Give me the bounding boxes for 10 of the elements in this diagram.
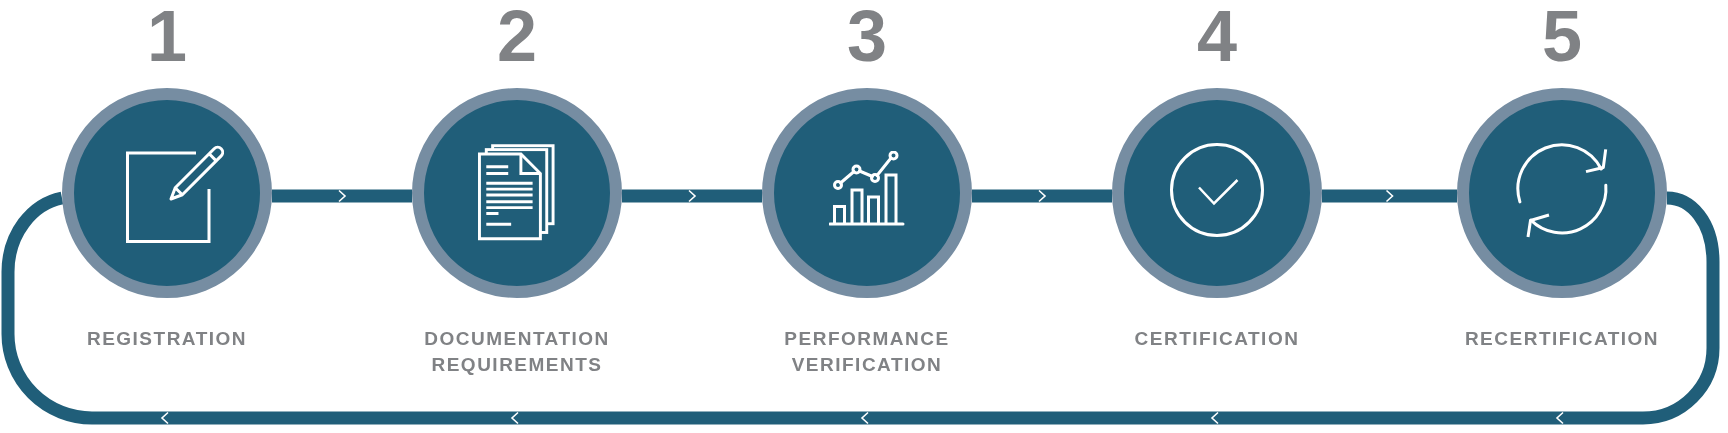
step-label: PERFORMANCE VERIFICATION bbox=[783, 327, 951, 377]
step-number: 3 bbox=[846, 0, 887, 72]
step-number: 4 bbox=[1196, 0, 1237, 72]
step-label: RECERTIFICATION bbox=[1464, 327, 1660, 351]
step-label: DOCUMENTATION REQUIREMENTS bbox=[423, 327, 611, 377]
step-label: REGISTRATION bbox=[86, 327, 248, 351]
step-number: 2 bbox=[496, 0, 537, 72]
step-number: 5 bbox=[1541, 0, 1582, 72]
step-label: CERTIFICATION bbox=[1134, 327, 1300, 351]
step-number: 1 bbox=[146, 0, 187, 72]
